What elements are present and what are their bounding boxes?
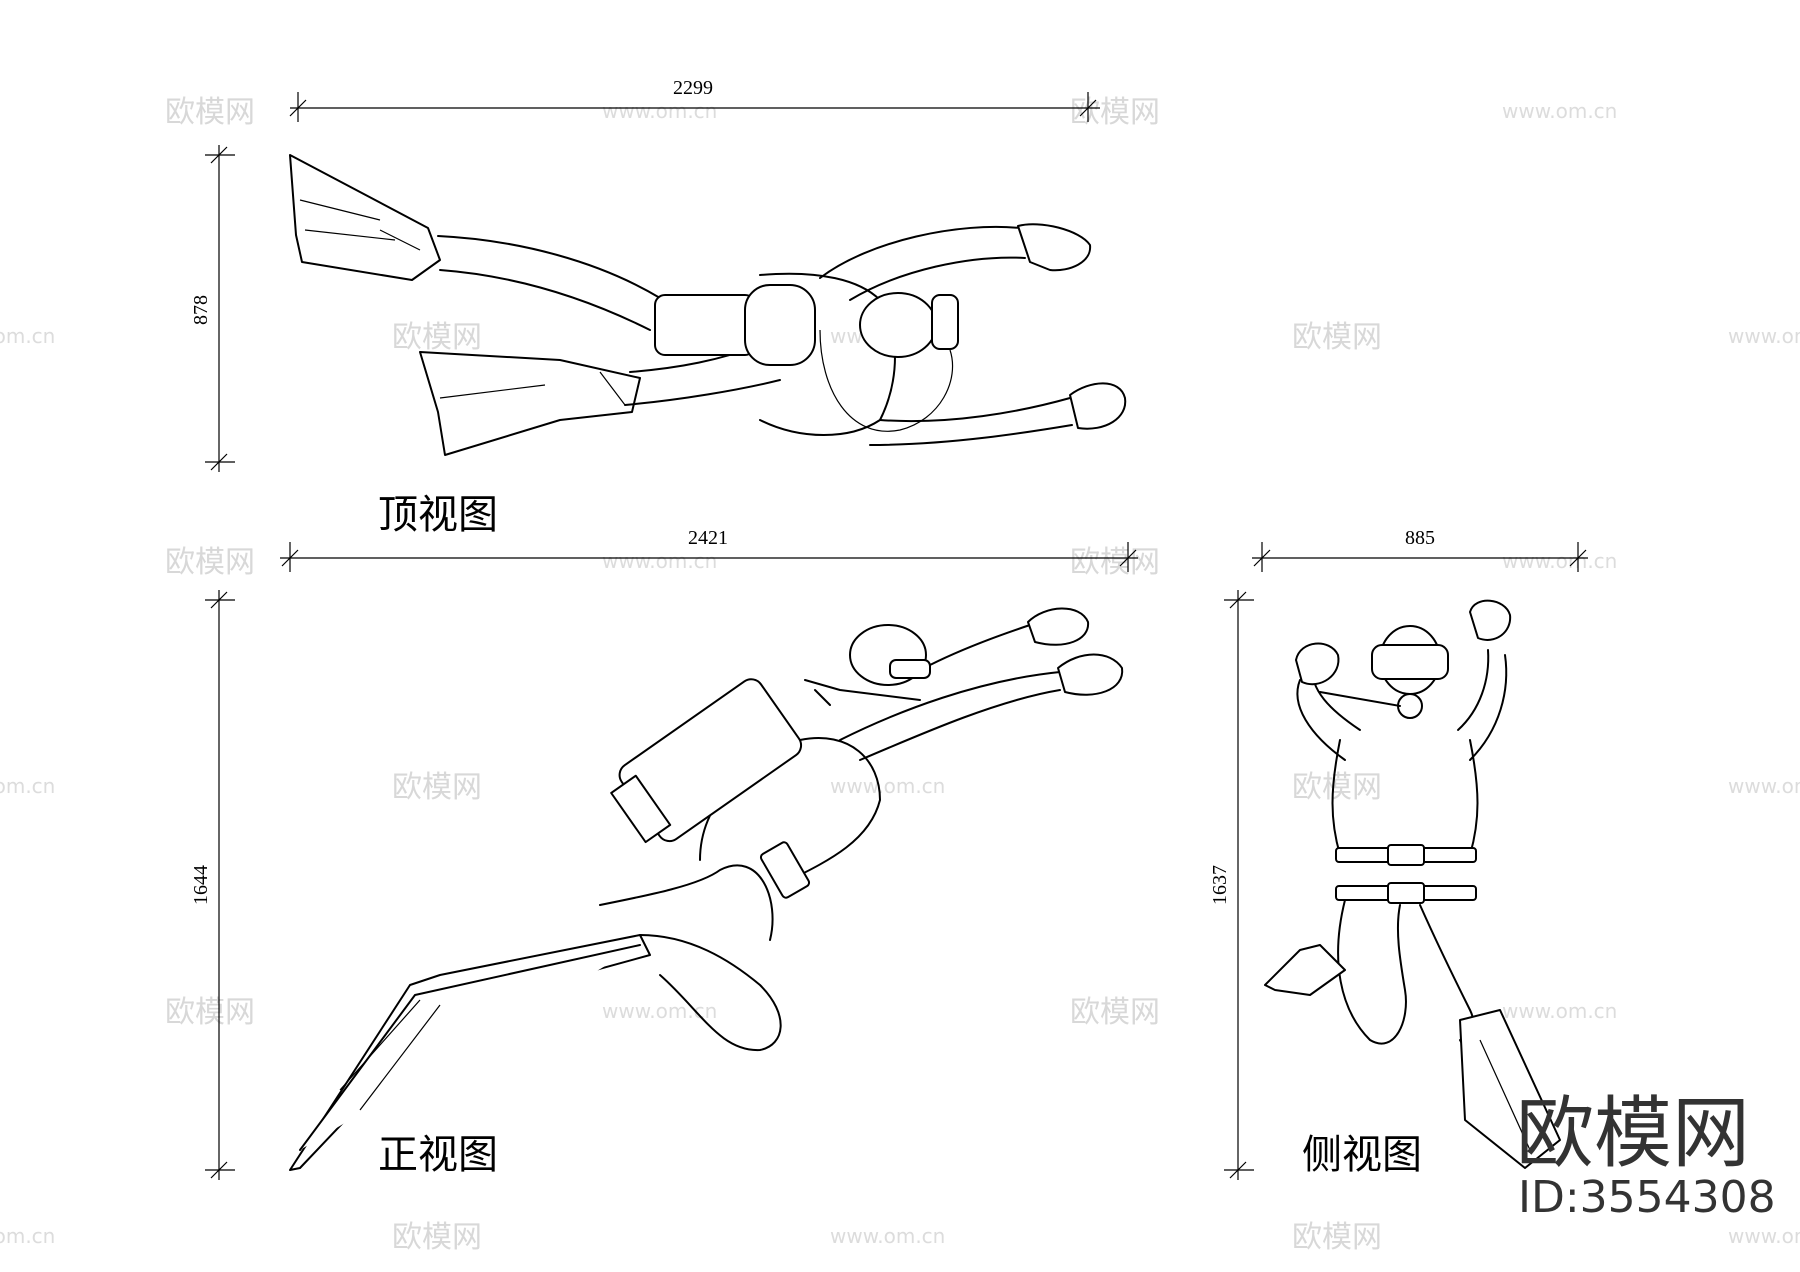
- watermark-brand: 欧模网: [165, 545, 255, 580]
- watermark-brand: 欧模网: [1070, 95, 1160, 130]
- watermark-url: www.om.cn: [0, 324, 55, 348]
- top-view-title: 顶视图: [378, 492, 498, 538]
- side-view-width-dimension: 885: [1252, 527, 1588, 572]
- front-view-width-label: 2421: [688, 527, 728, 549]
- top-view-diver-figure: [289, 154, 1127, 456]
- watermark-brand: 欧模网: [165, 95, 255, 130]
- watermark-url: www.om.cn: [1728, 774, 1800, 798]
- top-view-width-label: 2299: [673, 77, 713, 99]
- watermark-brand: 欧模网: [1292, 320, 1382, 355]
- watermark-url: www.om.cn: [1502, 99, 1617, 123]
- side-view: 885 1637: [1209, 527, 1588, 1180]
- watermark-brand: 欧模网: [1292, 770, 1382, 805]
- watermark-brand: 欧模网: [392, 1220, 482, 1255]
- front-view-height-dimension: 1644: [190, 590, 235, 1180]
- front-view-height-label: 1644: [190, 865, 212, 905]
- watermark-url: www.om.cn: [602, 99, 717, 123]
- side-view-width-label: 885: [1405, 527, 1435, 549]
- watermark-url: www.om.cn: [830, 774, 945, 798]
- watermark-url: www.om.cn: [602, 999, 717, 1023]
- watermark-url: www.om.cn: [1728, 1224, 1800, 1248]
- top-view: 2299 878: [190, 77, 1127, 538]
- front-view: 2421 1644: [190, 527, 1138, 1180]
- front-view-title: 正视图: [378, 1132, 498, 1178]
- top-view-height-dimension: 878: [190, 145, 235, 472]
- watermark-url: www.om.cn: [1502, 549, 1617, 573]
- watermark-brand: 欧模网: [392, 770, 482, 805]
- watermark-url: www.om.cn: [1728, 324, 1800, 348]
- brand-id-label: ID:3554308: [1518, 1172, 1776, 1223]
- front-view-diver-figure: [289, 607, 1124, 1171]
- watermark-layer: 欧模网 欧模网 欧模网 欧模网 欧模网 欧模网 欧模网 欧模网 欧模网 欧模网 …: [0, 95, 1800, 1255]
- brand-stamp: 欧模网 ID:3554308: [1516, 1089, 1776, 1223]
- front-view-width-dimension: 2421: [280, 527, 1138, 572]
- watermark-brand: 欧模网: [165, 995, 255, 1030]
- side-view-title: 侧视图: [1302, 1132, 1422, 1178]
- watermark-url: www.om.cn: [0, 1224, 55, 1248]
- watermark-url: www.om.cn: [602, 549, 717, 573]
- watermark-brand: 欧模网: [392, 320, 482, 355]
- top-view-height-label: 878: [190, 295, 212, 325]
- watermark-brand: 欧模网: [1292, 1220, 1382, 1255]
- side-view-height-dimension: 1637: [1209, 590, 1254, 1180]
- side-view-height-label: 1637: [1209, 865, 1231, 905]
- top-view-width-dimension: 2299: [289, 77, 1100, 122]
- watermark-url: www.om.cn: [0, 774, 55, 798]
- watermark-brand: 欧模网: [1070, 545, 1160, 580]
- watermark-url: www.om.cn: [830, 1224, 945, 1248]
- watermark-brand: 欧模网: [1070, 995, 1160, 1030]
- watermark-url: www.om.cn: [1502, 999, 1617, 1023]
- side-view-diver-figure: [1264, 599, 1561, 1169]
- brand-logo-text: 欧模网: [1516, 1089, 1750, 1179]
